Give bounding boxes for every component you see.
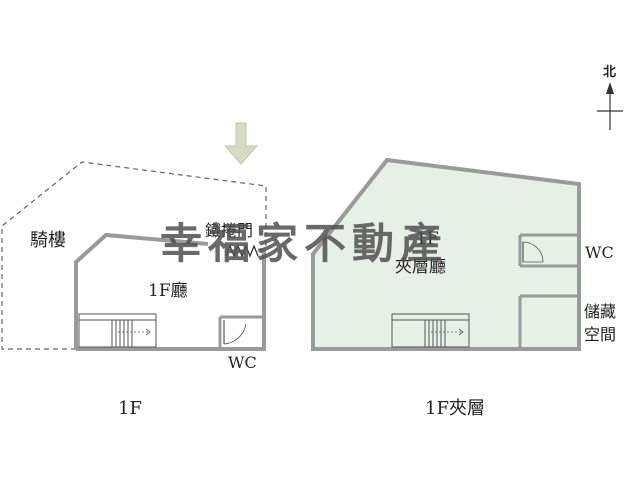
shutter-label: 鐵捲門: [205, 221, 253, 240]
door-icon: [522, 241, 544, 263]
left-floor-caption: 1F: [118, 398, 142, 419]
storage-label-line2: 空間: [584, 325, 616, 344]
north-label: 北: [603, 65, 616, 80]
door-icon: [223, 320, 247, 345]
entrance-arrow-icon: [223, 122, 259, 165]
left-floor-plan: 騎樓 鐵捲門 1F廳 WC 1F: [1, 161, 267, 419]
right-floor-plan: 1F 夾層廳 WC 儲藏 空間 1F夾層: [311, 157, 616, 419]
left-wc-room: [218, 315, 264, 349]
stairs-icon: [391, 313, 470, 348]
north-arrow-icon: [597, 82, 623, 130]
arcade-outline: [1, 161, 267, 350]
left-wall-outline: [74, 232, 266, 351]
right-floor-caption: 1F夾層: [425, 398, 485, 419]
shutter-icon: [225, 244, 259, 258]
right-wc-label: WC: [585, 243, 614, 262]
arcade-label: 騎樓: [30, 230, 66, 251]
mezzanine-hall-label-line1: 1F: [416, 229, 439, 249]
left-hall-label: 1F廳: [148, 281, 188, 301]
mezzanine-area: [311, 157, 581, 351]
stairs-icon: [78, 313, 157, 348]
mezzanine-hall-label-line2: 夾層廳: [395, 257, 446, 277]
watermark-text: 幸福家不動產: [160, 219, 448, 268]
right-wc-room: [518, 233, 577, 268]
storage-room: [518, 294, 577, 349]
left-wc-label: WC: [228, 353, 257, 372]
storage-label-line1: 儲藏: [584, 302, 616, 321]
